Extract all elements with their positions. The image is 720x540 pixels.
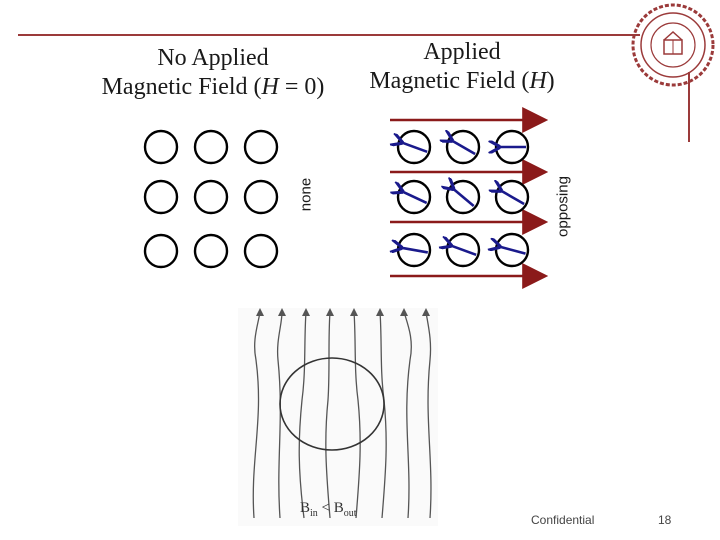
atom-circle <box>193 233 229 269</box>
magnetic-moment-arrow <box>450 245 477 257</box>
title-applied-field-line2-post: ) <box>546 68 555 94</box>
atom-circle <box>143 233 179 269</box>
title-applied-field-var: H <box>529 68 547 94</box>
title-no-field-line1: No Applied <box>157 45 269 71</box>
title-no-field-line2-post: = 0) <box>278 74 325 100</box>
field-lines-illustration <box>238 308 438 526</box>
title-applied-field: Applied Magnetic Field (H) <box>344 38 580 96</box>
atom-circle <box>243 129 279 165</box>
atom-circle <box>243 179 279 215</box>
title-no-field: No Applied Magnetic Field (H = 0) <box>72 44 354 102</box>
b-out-sub: out <box>343 508 357 519</box>
magnetic-moment-arrow <box>400 248 429 253</box>
label-opposing: opposing <box>554 176 572 237</box>
atom-circle <box>143 129 179 165</box>
atom-circle <box>445 179 481 215</box>
magnetic-moment-arrow <box>401 142 428 154</box>
title-applied-field-line2-pre: Magnetic Field ( <box>369 68 530 94</box>
header-rule <box>18 34 640 36</box>
magnetic-moment-arrow <box>451 140 476 156</box>
atom-circle <box>243 233 279 269</box>
magnetic-moment-arrow <box>500 190 525 206</box>
footer-confidential: Confidential <box>531 513 595 527</box>
atom-circle <box>445 232 481 268</box>
title-no-field-var: H <box>261 74 279 100</box>
title-applied-field-line2: Magnetic Field (H) <box>344 67 580 96</box>
magnetic-moment-arrow <box>401 191 428 205</box>
b-less-than: < B <box>317 500 344 516</box>
label-none: none <box>297 177 315 212</box>
header-vertical-rule <box>688 72 690 142</box>
footer-page-number: 18 <box>658 513 672 527</box>
magnetic-moment-arrow <box>452 188 475 207</box>
atom-circle <box>396 129 432 165</box>
title-no-field-line2: Magnetic Field (H = 0) <box>72 73 354 102</box>
b-relation-label: Bin < Bout <box>300 500 357 519</box>
atom-circle <box>193 179 229 215</box>
unmagnetized-atoms-grid <box>143 129 279 269</box>
title-no-field-line2-pre: Magnetic Field ( <box>101 74 262 100</box>
magnetic-moment-arrow <box>498 246 526 255</box>
magnetized-atoms-grid <box>390 107 549 289</box>
b-symbol-1: B <box>300 500 311 516</box>
atom-circle <box>445 129 481 165</box>
title-applied-field-line1: Applied <box>423 39 501 65</box>
atom-circle <box>494 179 530 215</box>
moment-diagram <box>143 107 549 289</box>
atom-circle <box>396 179 432 215</box>
atom-circle <box>143 179 179 215</box>
b-in-sub: in <box>310 508 318 519</box>
university-seal-icon <box>631 3 715 87</box>
atom-circle <box>193 129 229 165</box>
